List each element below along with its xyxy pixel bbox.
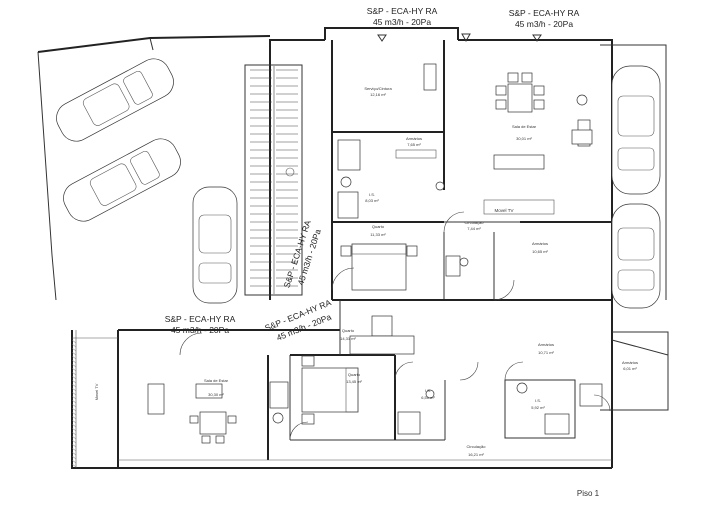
room-labels: Serviço/Cintura 12,16 m² Sala de Estar 3… <box>94 86 638 457</box>
vent-markers <box>377 33 542 43</box>
room-name: Quarto <box>372 224 385 229</box>
room-area: 6,01 m² <box>623 366 637 371</box>
sink-icon <box>571 129 593 145</box>
room-name: Circulação <box>467 444 487 449</box>
room-area: 12,16 m² <box>370 92 386 97</box>
vent-arrow-icon <box>532 34 542 42</box>
sink-icon <box>425 389 435 399</box>
dining-table-icon <box>189 411 237 444</box>
room-area: 11,33 m² <box>370 232 386 237</box>
toilet-icon <box>576 94 588 106</box>
car-icon <box>56 58 174 142</box>
tv-unit <box>483 199 555 215</box>
furniture <box>147 63 603 444</box>
hatched-wall <box>71 339 77 468</box>
room-name: I.S. <box>369 192 375 197</box>
room-area: 7,44 m² <box>467 226 481 231</box>
toilet-icon <box>516 382 528 394</box>
bed-icon <box>301 355 359 425</box>
vent-label-spec: 45 m3/h - 20Pa <box>373 17 431 27</box>
room-name: Quarto <box>342 328 355 333</box>
vent-label-brand: S&P - ECA-HY RA <box>509 8 580 18</box>
sink-icon <box>579 383 603 407</box>
room-area: 8,03 m² <box>365 198 379 203</box>
room-name: Armários <box>538 342 554 347</box>
room-area: 14,31 m² <box>340 336 356 341</box>
room-name: Armários <box>622 360 638 365</box>
shower-icon <box>445 255 461 277</box>
room-name: Quarto <box>348 372 361 377</box>
bathtub-icon <box>337 139 361 171</box>
doors <box>179 211 611 441</box>
bathtub-icon <box>269 381 289 409</box>
tv-unit-label: Movel TV <box>495 208 514 213</box>
bed-icon <box>340 243 418 291</box>
room-name: Sala de Estar <box>512 124 537 129</box>
room-area: 6,51 m² <box>421 395 435 400</box>
vent-arrow-icon <box>377 34 387 42</box>
room-name: I.S. <box>535 398 541 403</box>
bed-icon <box>349 315 415 355</box>
floor-label: Piso 1 <box>577 489 600 498</box>
car-icon <box>611 65 661 195</box>
room-area: 30,30 m² <box>208 392 224 397</box>
room-area: 5,92 m² <box>531 405 545 410</box>
room-name: I.S. <box>425 388 431 393</box>
room-name: Sala de Estar <box>204 378 229 383</box>
car-icon <box>63 138 181 222</box>
sofa-icon <box>195 383 223 399</box>
vent-label-brand: S&P - ECA-HY RA <box>165 314 236 324</box>
car-icon <box>611 203 661 309</box>
shower-icon <box>544 413 570 435</box>
car-icon <box>192 186 238 304</box>
room-name: Armários <box>406 136 422 141</box>
walls <box>37 27 669 469</box>
staircase <box>250 66 298 294</box>
shower-icon <box>337 191 359 219</box>
room-area: 10,65 m² <box>532 249 548 254</box>
room-area: 10,71 m² <box>538 350 554 355</box>
garage-cars <box>56 58 661 309</box>
toilet-icon <box>272 412 284 424</box>
toilet-icon <box>459 257 469 267</box>
tv-unit-label: Movel TV <box>94 383 99 400</box>
room-name: Armários <box>532 241 548 246</box>
appliance-icon <box>423 63 437 91</box>
sink-icon <box>435 181 445 191</box>
column-icon <box>285 167 295 177</box>
room-area: 13,45 m² <box>346 379 362 384</box>
vent-label-spec: 45 m3/h - 20Pa <box>515 19 573 29</box>
vent-label-spec: 45 m3/h - 20Pa <box>171 325 229 335</box>
sofa-icon <box>147 383 165 415</box>
shower-icon <box>397 411 421 435</box>
toilet-icon <box>340 176 352 188</box>
sofa-icon <box>493 154 545 170</box>
counter <box>395 149 437 159</box>
room-name: Serviço/Cintura <box>364 86 392 91</box>
room-area: 7,65 m² <box>407 142 421 147</box>
vent-label-brand: S&P - ECA-HY RA <box>367 6 438 16</box>
room-name: Circulação <box>465 220 485 225</box>
vent-arrow-icon <box>461 33 471 43</box>
dining-table-icon <box>495 72 545 113</box>
room-area: 16,21 m² <box>468 452 484 457</box>
room-area: 30,01 m² <box>516 136 532 141</box>
